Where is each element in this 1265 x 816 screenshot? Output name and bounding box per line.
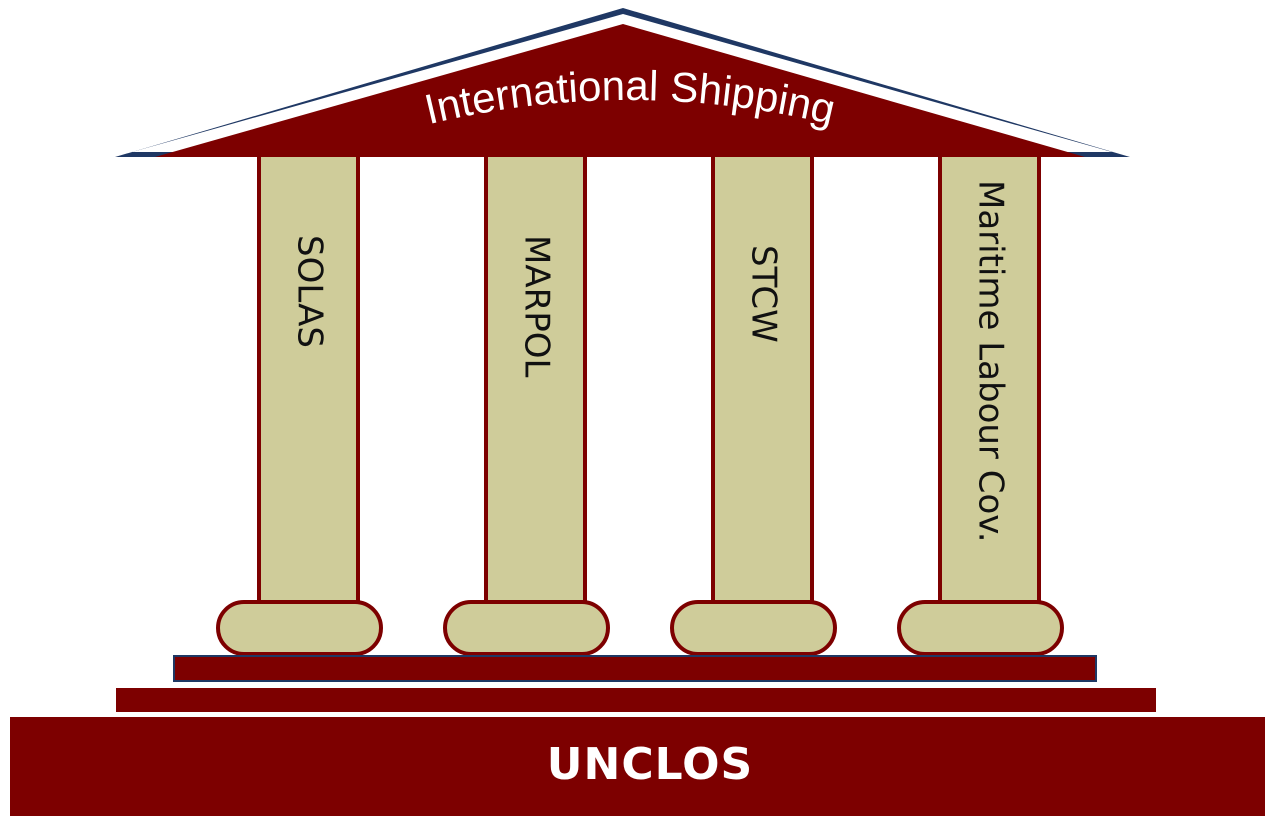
pillar-maritime-labour: Maritime Labour Cov. xyxy=(897,153,1064,656)
foundation-block xyxy=(10,717,1265,816)
pillar-shaft xyxy=(711,153,814,612)
pillar-base xyxy=(443,600,610,656)
pillar-label: STCW xyxy=(744,245,784,343)
pillar-solas: SOLAS xyxy=(216,153,383,656)
pillar-base xyxy=(216,600,383,656)
pillar-shaft xyxy=(484,153,587,612)
pillar-label: MARPOL xyxy=(517,235,557,377)
roof: International Shipping xyxy=(115,8,1130,157)
pillar-label: Maritime Labour Cov. xyxy=(971,180,1011,543)
roof-pediment xyxy=(155,24,1085,157)
foundation-label: UNCLOS xyxy=(547,739,753,790)
pillar-label: SOLAS xyxy=(290,235,330,348)
pillar-stcw: STCW xyxy=(670,153,837,656)
pillar-base xyxy=(897,600,1064,656)
pillar-shaft xyxy=(257,153,360,612)
lower-step xyxy=(116,688,1156,712)
pillars: SOLAS MARPOL STCW Maritime Labour Cov. xyxy=(216,153,1064,656)
pillar-base xyxy=(670,600,837,656)
foundation: UNCLOS xyxy=(10,717,1265,816)
pillar-marpol: MARPOL xyxy=(443,153,610,656)
platform xyxy=(116,655,1156,712)
upper-step xyxy=(173,655,1097,682)
